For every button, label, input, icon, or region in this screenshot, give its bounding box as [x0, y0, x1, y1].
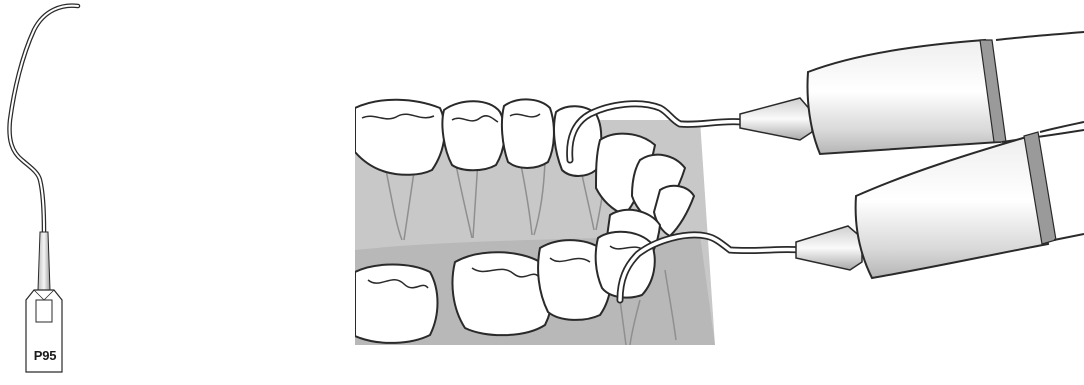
- mouth-section: [355, 99, 715, 345]
